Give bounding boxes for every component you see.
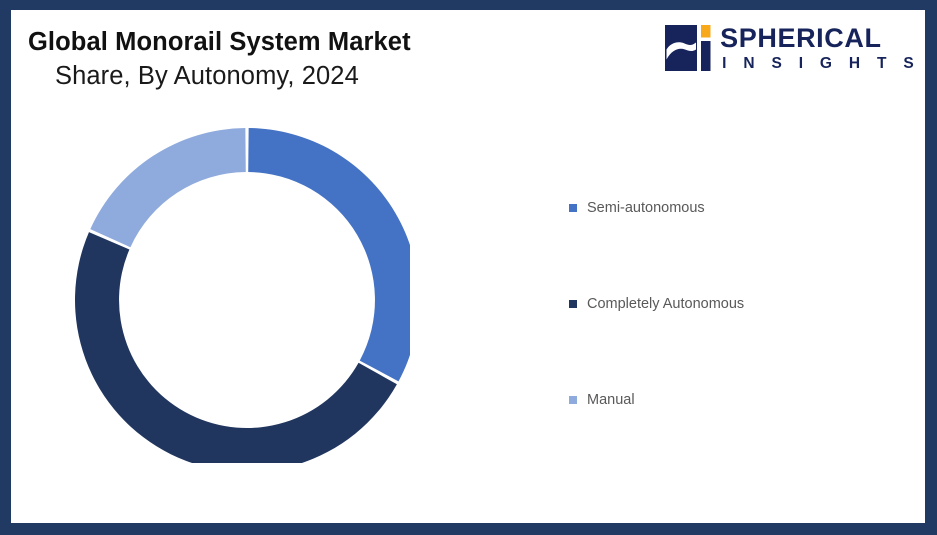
- chart-legend: Semi-autonomous Completely Autonomous Ma…: [569, 160, 899, 448]
- donut-slice[interactable]: Manual: 18.4%: [90, 128, 246, 248]
- chart-canvas: Global Monorail System Market Share, By …: [11, 10, 925, 523]
- legend-item-semi-autonomous[interactable]: Semi-autonomous: [569, 160, 899, 256]
- spherical-insights-logo: SPHERICAL I N S I G H T S: [665, 19, 920, 77]
- donut-chart-svg: Semi-autonomous: 33%Completely Autonomou…: [75, 128, 410, 463]
- legend-swatch-icon: [569, 396, 577, 404]
- legend-swatch-icon: [569, 204, 577, 212]
- legend-label: Semi-autonomous: [587, 200, 705, 216]
- legend-label: Completely Autonomous: [587, 296, 745, 312]
- legend-item-completely-autonomous[interactable]: Completely Autonomous: [569, 256, 899, 352]
- logo-wordmark: SPHERICAL I N S I G H T S: [720, 22, 920, 72]
- donut-slice[interactable]: Semi-autonomous: 33%: [248, 128, 410, 382]
- legend-label: Manual: [587, 392, 635, 408]
- legend-swatch-icon: [569, 300, 577, 308]
- donut-chart: Semi-autonomous: 33%Completely Autonomou…: [64, 117, 410, 463]
- chart-title-line-2: Share, By Autonomy, 2024: [55, 62, 359, 91]
- page-title: Global Monorail System Market Share, By …: [11, 26, 711, 94]
- logo-word-spherical: SPHERICAL: [720, 22, 882, 53]
- donut-slice-group: Semi-autonomous: 33%Completely Autonomou…: [75, 128, 410, 463]
- donut-slice[interactable]: Completely Autonomous: 48.6%: [75, 232, 397, 463]
- logo-mark-icon: [665, 25, 711, 71]
- chart-title-line-1: Global Monorail System Market: [28, 28, 411, 56]
- logo-word-insights: I N S I G H T S: [722, 54, 920, 72]
- legend-item-manual[interactable]: Manual: [569, 352, 899, 448]
